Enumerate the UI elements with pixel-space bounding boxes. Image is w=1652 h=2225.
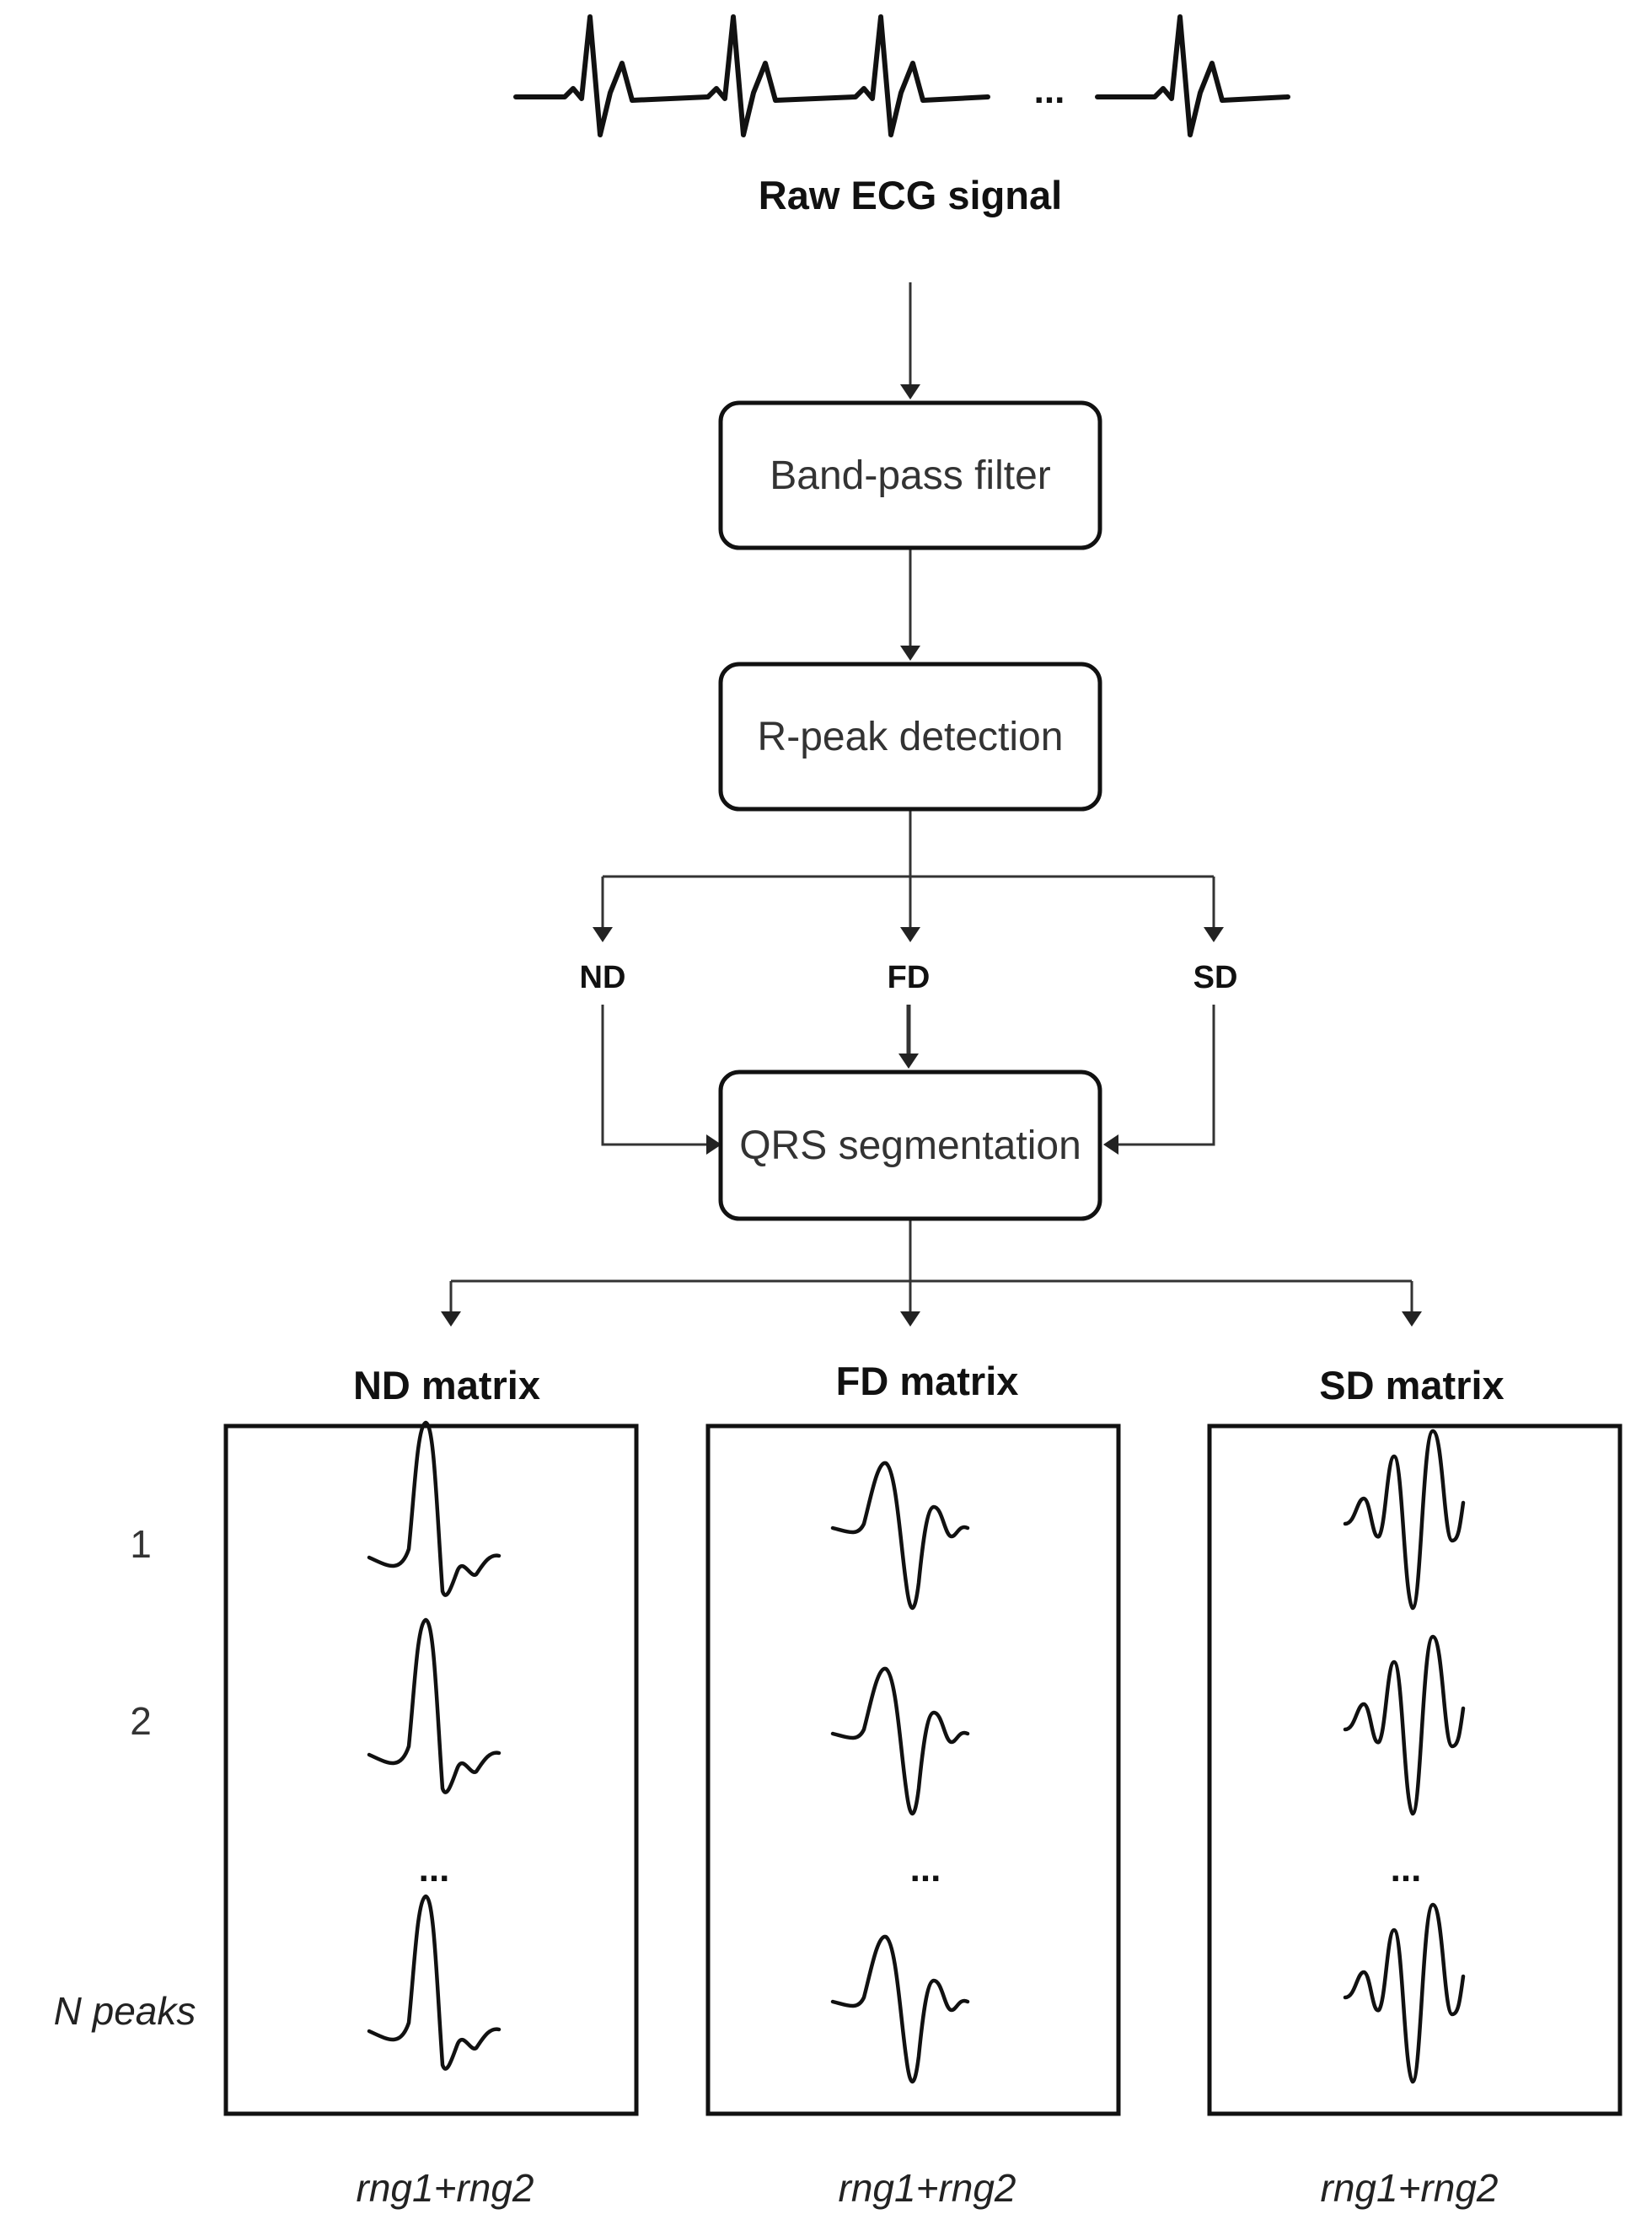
arrowhead [441, 1311, 461, 1327]
arrow-sd-to-qrs [1117, 1005, 1215, 1146]
arrowhead [900, 1311, 920, 1327]
step-label: Band-pass filter [770, 453, 1051, 498]
row-label-2: 2 [130, 1699, 152, 1743]
matrix-title-fd: FD matrix [836, 1359, 1019, 1403]
raw-ecg-waveform [513, 14, 1290, 137]
row-label-n-peaks: N peaks [54, 1989, 196, 2033]
arrowhead [1103, 1134, 1118, 1155]
connectors [441, 282, 1422, 1327]
fd-beat-waveform [830, 1934, 970, 2084]
step-band-pass-filter: Band-pass filter [718, 400, 1102, 550]
raw-ecg-title: Raw ECG signal [759, 173, 1062, 217]
matrix-ellipsis-fd: ... [910, 1848, 941, 1890]
branch-label-nd: ND [580, 960, 626, 995]
arrowhead [898, 1054, 919, 1069]
arrowhead [1204, 927, 1224, 942]
nd-beat-waveform [367, 1420, 502, 1597]
step-box [718, 1070, 1102, 1221]
arrow-nd-to-qrs [601, 1005, 708, 1146]
branch-label-fd: FD [888, 960, 931, 995]
arrowhead [900, 384, 920, 399]
matrix-frame-sd [1207, 1423, 1622, 2116]
step-box [718, 662, 1102, 812]
step-r-peak-detection: R-peak detection [718, 662, 1102, 812]
matrix-title-sd: SD matrix [1319, 1363, 1504, 1407]
matrix-ellipsis-sd: ... [1391, 1848, 1422, 1890]
arrowhead [900, 927, 920, 942]
sd-beat-waveform [1343, 1902, 1466, 2084]
fd-beat-waveform [830, 1666, 970, 1816]
sd-beat-waveform [1343, 1634, 1466, 1816]
step-box [718, 400, 1102, 550]
branch-label-sd: SD [1193, 960, 1238, 995]
row-label-1: 1 [130, 1522, 152, 1566]
matrix-footer-sd: rng1+rng2 [1321, 2166, 1499, 2210]
step-qrs-segmentation: QRS segmentation [718, 1070, 1102, 1221]
matrix-ellipsis-nd: ... [419, 1848, 450, 1890]
matrix-frame-nd [223, 1423, 639, 2116]
raw-ecg-segment [513, 14, 990, 137]
step-label: R-peak detection [758, 715, 1064, 759]
arrowhead [706, 1134, 721, 1155]
matrix-title-nd: ND matrix [353, 1363, 540, 1407]
arrowhead [900, 646, 920, 661]
nd-beat-waveform [367, 1894, 502, 2071]
matrix-frame-fd [705, 1423, 1121, 2116]
arrowhead [1402, 1311, 1422, 1327]
signal-ellipsis: ... [1034, 70, 1065, 111]
sd-beat-waveform [1343, 1429, 1466, 1611]
matrix-footer-fd: rng1+rng2 [839, 2166, 1016, 2210]
matrix-footer-nd: rng1+rng2 [357, 2166, 534, 2210]
raw-ecg-segment [1095, 14, 1290, 137]
segmented-beats [367, 1420, 1466, 2084]
step-label: QRS segmentation [739, 1123, 1081, 1168]
nd-beat-waveform [367, 1617, 502, 1794]
fd-beat-waveform [830, 1461, 970, 1611]
arrowhead [593, 927, 613, 942]
